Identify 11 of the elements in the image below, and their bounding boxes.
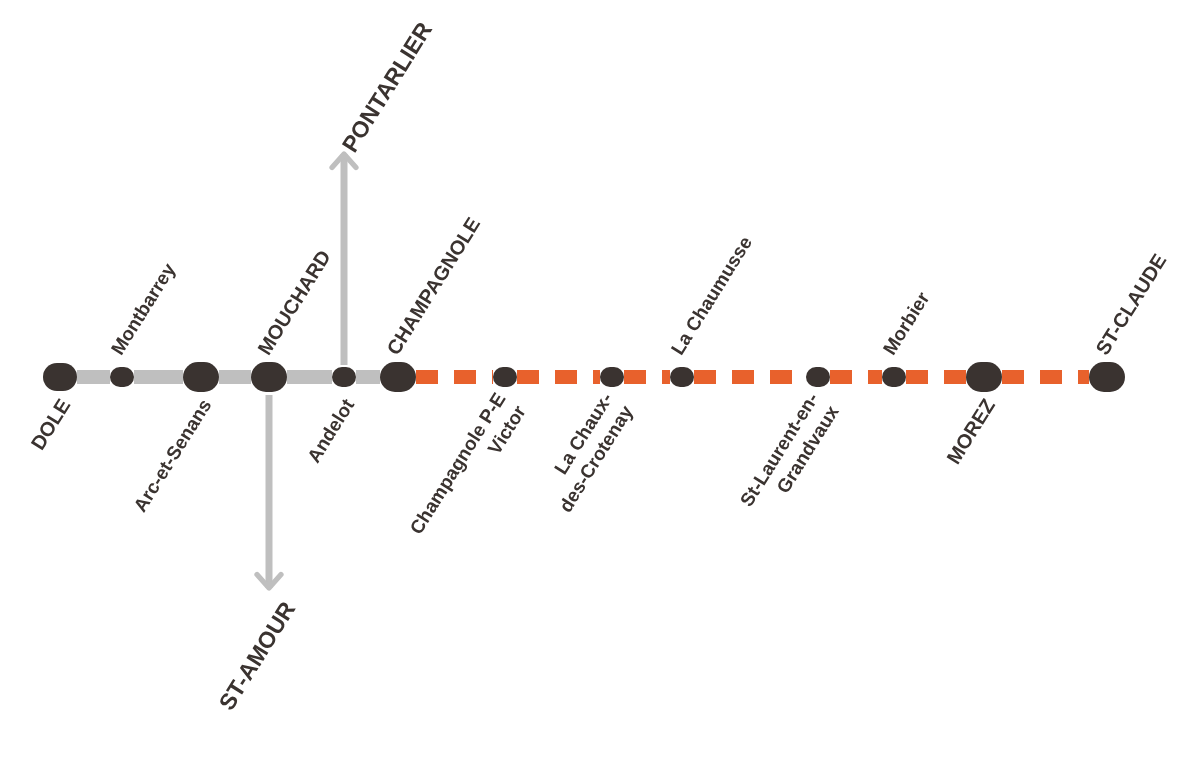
track-line <box>356 370 380 384</box>
track-line <box>77 370 110 384</box>
planned-track-line <box>1002 370 1089 384</box>
planned-track-line <box>906 370 966 384</box>
planned-track-line <box>517 370 600 384</box>
planned-track-line <box>830 370 882 384</box>
track-line <box>287 370 332 384</box>
track-line <box>219 370 251 384</box>
track-line <box>134 370 183 384</box>
planned-track-line <box>624 370 670 384</box>
branch-arrow <box>329 151 359 365</box>
